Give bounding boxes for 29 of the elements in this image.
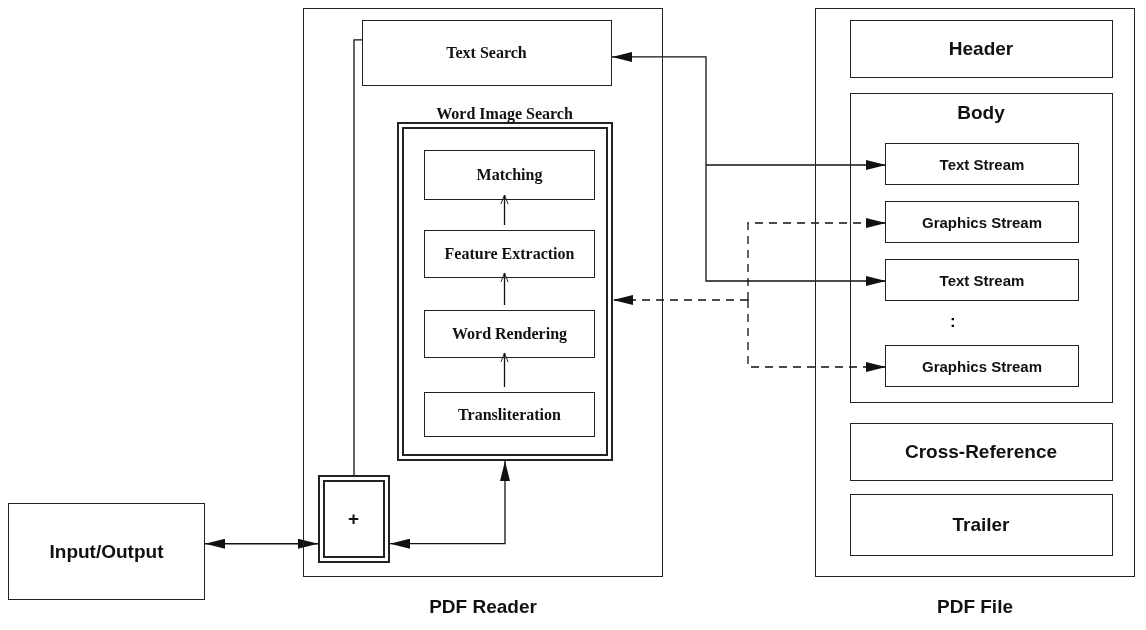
- arrow: [705, 160, 887, 170]
- ellipsis-mark: :: [950, 312, 956, 332]
- stream-box: Graphics Stream: [885, 345, 1079, 387]
- io-box: Input/Output: [8, 503, 205, 600]
- section-box: Cross-Reference: [849, 422, 1113, 481]
- process-box: Text Search: [361, 19, 612, 86]
- arrow: [204, 538, 319, 549]
- process-box: Feature Extraction: [424, 230, 595, 278]
- process-box: Transliteration: [424, 392, 595, 437]
- arrow: [705, 164, 887, 286]
- panel-title: PDF File: [936, 596, 1014, 618]
- panel-title: PDF Reader: [428, 596, 538, 618]
- arrow: [389, 460, 510, 549]
- stream-box: Text Stream: [885, 259, 1079, 301]
- group-title: Body: [956, 101, 1006, 124]
- stream-box: Graphics Stream: [885, 201, 1079, 243]
- section-box: Trailer: [849, 493, 1113, 556]
- arrow: [611, 51, 707, 166]
- group-title: Word Image Search: [435, 104, 574, 123]
- process-box: Word Rendering: [424, 310, 595, 358]
- connector-line: [353, 39, 363, 476]
- combiner-box: +: [317, 474, 390, 563]
- dashed-arrow: [612, 295, 749, 305]
- section-box: Header: [849, 19, 1113, 78]
- dashed-arrow: [747, 218, 887, 301]
- stream-box: Text Stream: [885, 143, 1079, 185]
- process-box: Matching: [424, 150, 595, 200]
- dashed-arrow: [747, 299, 887, 372]
- section-panel: [849, 92, 1113, 403]
